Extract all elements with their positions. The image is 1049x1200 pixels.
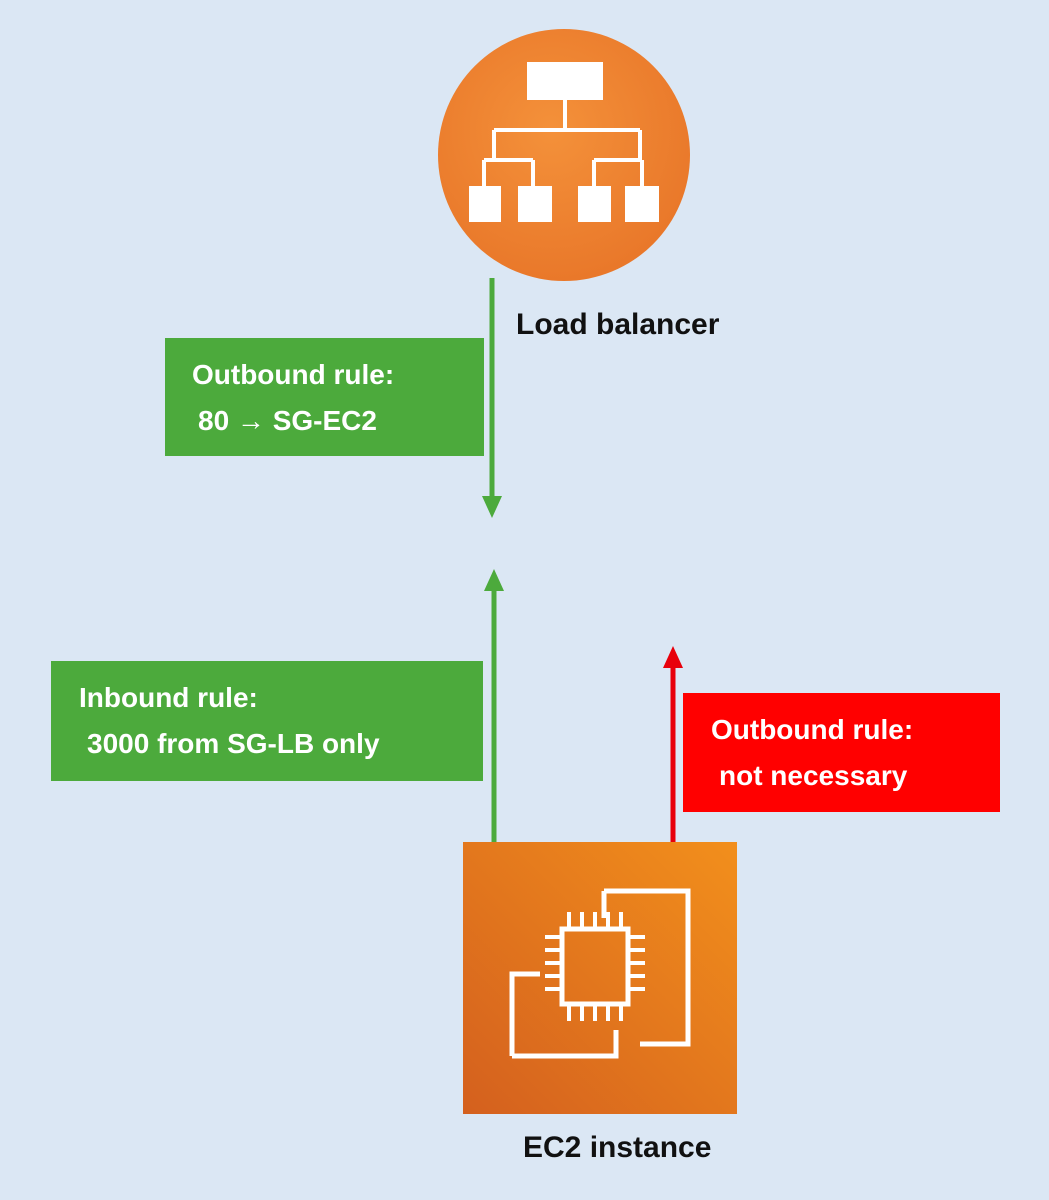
ec2-outbound-rule-title: Outbound rule:	[711, 714, 914, 745]
load-balancer-label: Load balancer	[516, 308, 720, 341]
ec2-outbound-rule-detail: not necessary	[719, 760, 908, 791]
lb-outbound-arrow	[482, 278, 502, 518]
ec2-outbound-arrow	[663, 646, 683, 842]
ec2-outbound-rule-box: Outbound rule: not necessary	[683, 693, 1000, 812]
ec2-instance-label: EC2 instance	[523, 1131, 712, 1164]
ec2-inbound-rule-detail: 3000 from SG-LB only	[87, 728, 380, 759]
ec2-inbound-rule-title: Inbound rule:	[79, 682, 258, 713]
ec2-inbound-rule-box: Inbound rule: 3000 from SG-LB only	[51, 661, 483, 781]
lb-outbound-rule-title: Outbound rule:	[192, 359, 395, 390]
lb-outbound-rule-box: Outbound rule: 80 → SG-EC2	[165, 338, 484, 456]
ec2-inbound-arrow	[484, 569, 504, 842]
lb-outbound-rule-detail: 80 → SG-EC2	[198, 405, 377, 436]
load-balancer-hierarchy-icon	[438, 29, 690, 281]
ec2-chip-icon	[463, 842, 737, 1114]
